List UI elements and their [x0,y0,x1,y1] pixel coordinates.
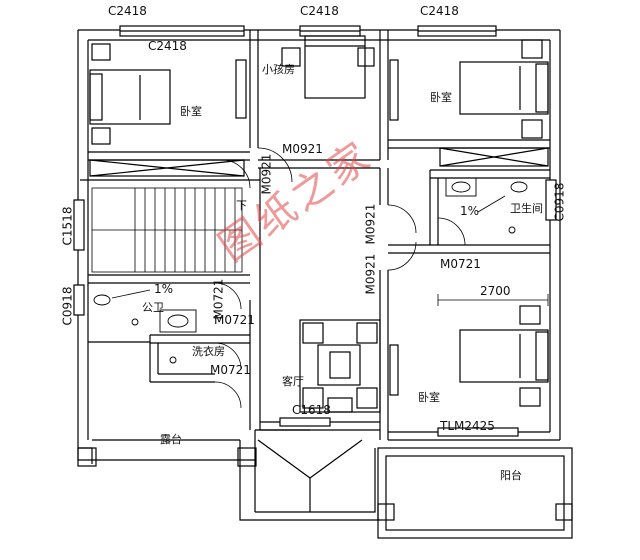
side-windows [73,59,557,437]
door-swings [214,147,466,409]
dimension-label-2700: 2700 [480,284,511,298]
sofa-set [299,319,381,413]
door-code-m0921-c: M0921 [363,203,378,245]
window-code-top-left: C2418 [108,4,147,18]
entrance-roof [257,439,363,512]
door-code-m0721-d: M0721 [210,363,251,377]
slope-arrows [111,195,506,299]
door-code-m0721-c: M0721 [214,313,255,327]
door-code-m0721-a: M0721 [440,257,481,271]
room-label-bedroom-topright: 卧室 [430,91,452,104]
door-code-m0921-d: M0921 [363,253,378,295]
window-code-top-right: C2418 [420,4,459,18]
stair-direction-mark: 下 [236,199,247,212]
room-label-bedroom-lowright: 卧室 [418,391,440,404]
closets [89,147,549,177]
room-label-balcony: 阳台 [500,469,522,482]
sliding-door-code: TLM2425 [440,419,495,433]
window-code-stair: C1518 [60,206,75,246]
window-code-right-wc: C0918 [552,182,567,222]
bed-topleft [89,43,171,145]
slope-label-bath: 1% [460,204,480,218]
bed-lowright [459,305,549,407]
slope-label-wc: 1% [154,282,174,296]
room-label-living-room: 客厅 [282,375,304,388]
room-label-small-bedroom: 小孩房 [262,63,295,76]
room-label-terrace: 露台 [160,433,182,446]
window-code-top-mid: C2418 [300,4,339,18]
window-code-left-wc: C0918 [60,286,75,326]
outer-walls [77,29,561,464]
dimension-2700 [437,294,549,306]
terrace-outline [77,429,380,521]
balcony-outline [377,447,573,539]
top-windows [119,25,497,37]
bed-small [281,35,375,99]
room-label-bedroom-topleft: 卧室 [180,105,202,118]
room-label-public-toilet: 公卫 [142,301,164,314]
interior-walls [80,30,560,441]
door-code-m0921-b: M0921 [282,142,323,156]
staircase [91,187,243,273]
window-code-living-bottom: C1618 [292,403,331,417]
window-code-inner-left: C2418 [148,39,187,53]
room-label-bathroom: 卫生间 [510,202,543,215]
fixtures [93,177,528,364]
bed-topright [459,39,549,139]
room-label-laundry: 洗衣房 [192,345,225,358]
